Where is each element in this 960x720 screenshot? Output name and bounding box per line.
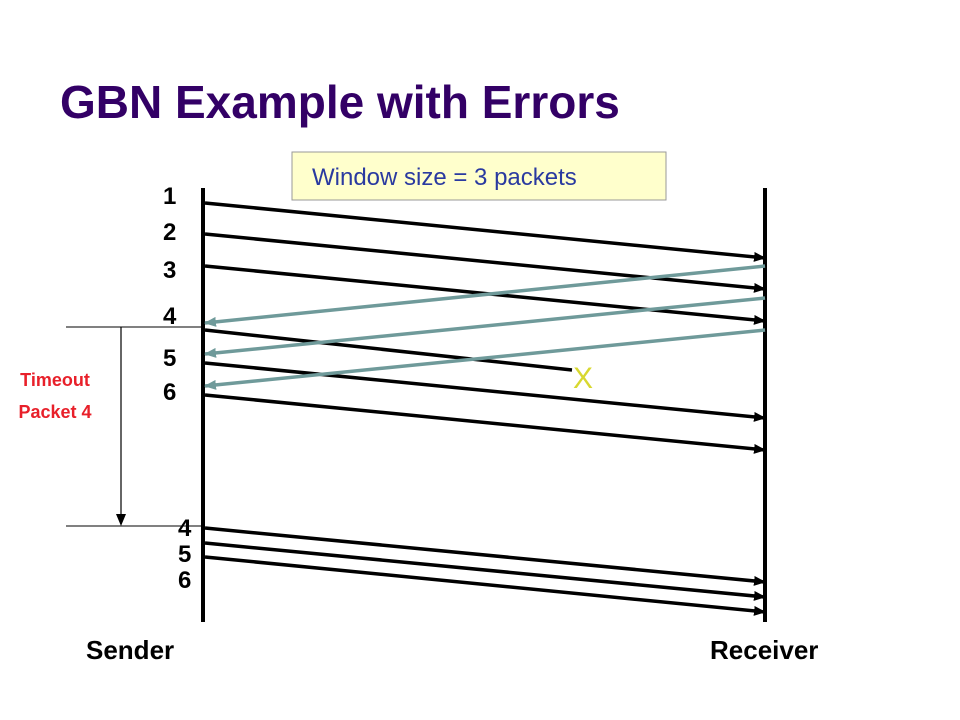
ack-arrow-2	[204, 296, 766, 358]
packet-label-2: 2	[163, 219, 176, 246]
retransmit-arrow-6	[204, 555, 766, 616]
ack-arrow-1	[204, 264, 766, 327]
packet-arrow-4-lost	[204, 328, 573, 372]
slide-title: GBN Example with Errors	[60, 76, 620, 128]
packet-arrow-1	[204, 201, 766, 262]
packet-label-3: 3	[163, 257, 176, 284]
packet-label-5: 5	[163, 345, 176, 372]
retransmit-label-5: 5	[178, 541, 191, 568]
packet-label-1: 1	[163, 183, 176, 210]
packet-label-4: 4	[163, 303, 177, 330]
packet-label-6: 6	[163, 379, 176, 406]
note-box	[291, 151, 667, 201]
packet-lost-marker: X	[573, 362, 593, 395]
retransmit-label-6: 6	[178, 567, 191, 594]
receiver-label: Receiver	[710, 635, 818, 665]
note-text: Window size = 3 packets	[312, 164, 577, 191]
timeout-arrow-head	[116, 514, 126, 526]
packet-arrow-6	[204, 393, 766, 454]
window-size-note: Window size = 3 packets	[291, 151, 667, 201]
sender-label: Sender	[86, 635, 174, 665]
packet-arrow-5	[204, 361, 766, 422]
retransmit-arrow-5	[204, 541, 766, 601]
packet-arrow-2	[204, 232, 766, 293]
retransmit-arrow-4	[204, 526, 766, 586]
timeout-label-line1: Timeout	[20, 370, 90, 390]
retransmit-label-4: 4	[178, 515, 192, 542]
timeout-interval	[66, 326, 203, 527]
timeout-label-line2: Packet 4	[18, 402, 91, 422]
ack-arrow-3	[204, 328, 766, 390]
